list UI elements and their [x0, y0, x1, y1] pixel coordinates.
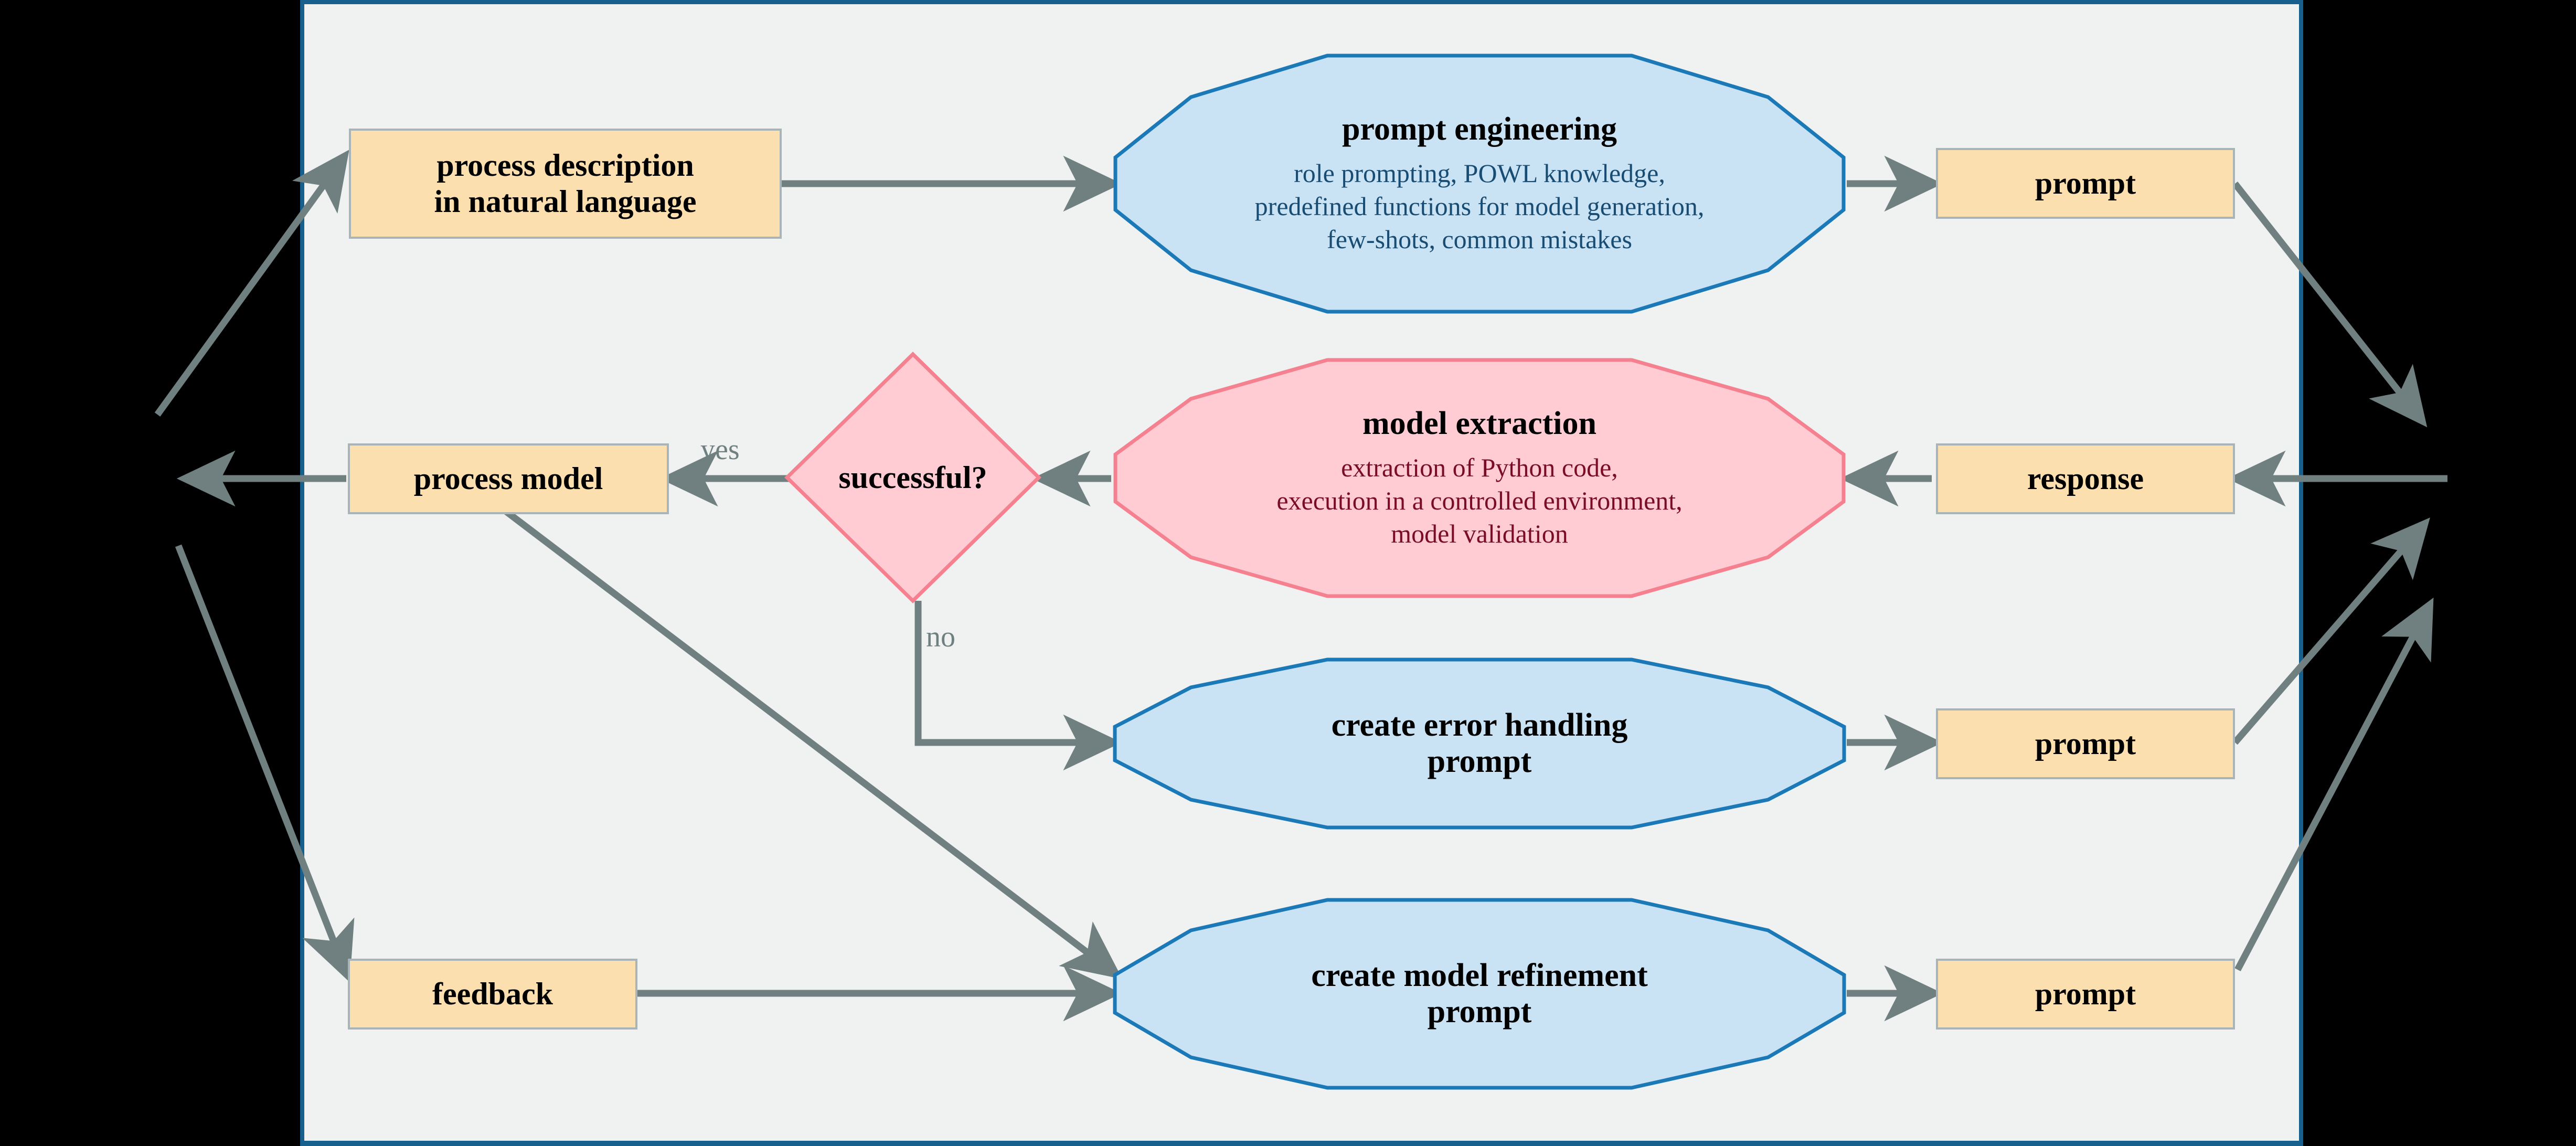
prompt-engineering-sub-line-1: role prompting, POWL knowledge,: [1294, 158, 1665, 188]
node-successful-decision[interactable]: successful?: [784, 352, 1041, 603]
prompt-engineering-content: prompt engineering role prompting, POWL …: [1164, 111, 1795, 256]
prompt-middle-label: prompt: [2035, 726, 2136, 761]
successful-decision-label: successful?: [838, 460, 987, 495]
edge-label-yes: yes: [700, 433, 740, 466]
create-model-refinement-prompt-line-1: create model refinement: [1311, 957, 1648, 993]
model-extraction-sub-line-3: model validation: [1391, 519, 1568, 549]
decagon-shape: [1113, 898, 1846, 1090]
node-process-description[interactable]: process description in natural language: [349, 129, 782, 239]
create-error-handling-prompt-content: create error handling prompt: [1164, 707, 1795, 780]
prompt-engineering-title: prompt engineering: [1342, 111, 1617, 147]
node-response[interactable]: response: [1936, 443, 2235, 514]
prompt-engineering-sub-line-3: few-shots, common mistakes: [1327, 225, 1632, 254]
decagon-shape: [1113, 358, 1846, 598]
create-model-refinement-prompt-line-2: prompt: [1427, 994, 1532, 1030]
model-extraction-content: model extraction extraction of Python co…: [1164, 406, 1795, 550]
node-model-extraction[interactable]: model extraction extraction of Python co…: [1112, 357, 1847, 599]
diamond-shape: [784, 352, 1041, 603]
node-prompt-bottom[interactable]: prompt: [1936, 959, 2235, 1030]
feedback-label: feedback: [432, 977, 553, 1011]
process-model-label: process model: [413, 461, 603, 496]
prompt-engineering-sub-line-2: predefined functions for model generatio…: [1254, 192, 1705, 221]
edge-label-no: no: [926, 621, 955, 653]
prompt-engineering-subtext: role prompting, POWL knowledge, predefin…: [1255, 157, 1705, 256]
node-prompt-engineering[interactable]: prompt engineering role prompting, POWL …: [1112, 52, 1847, 315]
model-extraction-title: model extraction: [1362, 405, 1596, 441]
prompt-top-label: prompt: [2035, 166, 2136, 200]
node-prompt-top[interactable]: prompt: [1936, 148, 2235, 219]
model-extraction-sub-line-1: extraction of Python code,: [1341, 453, 1618, 483]
node-process-model[interactable]: process model: [348, 443, 669, 514]
create-model-refinement-prompt-content: create model refinement prompt: [1164, 958, 1795, 1031]
node-create-error-handling-prompt[interactable]: create error handling prompt: [1112, 657, 1847, 830]
process-description-line-2: in natural language: [434, 184, 697, 219]
node-feedback[interactable]: feedback: [348, 959, 637, 1030]
create-error-handling-prompt-line-2: prompt: [1427, 744, 1532, 779]
model-extraction-subtext: extraction of Python code, execution in …: [1276, 451, 1682, 550]
decagon-shape: [1113, 54, 1846, 314]
create-error-handling-prompt-line-1: create error handling: [1331, 707, 1628, 743]
prompt-bottom-label: prompt: [2035, 977, 2136, 1011]
model-extraction-sub-line-2: execution in a controlled environment,: [1276, 486, 1683, 516]
process-description-line-1: process description: [437, 148, 694, 183]
node-prompt-middle[interactable]: prompt: [1936, 708, 2235, 779]
create-model-refinement-prompt-title: create model refinement prompt: [1311, 958, 1648, 1031]
decagon-shape: [1113, 657, 1846, 830]
response-label: response: [2027, 461, 2144, 496]
node-create-model-refinement-prompt[interactable]: create model refinement prompt: [1112, 897, 1847, 1090]
create-error-handling-prompt-title: create error handling prompt: [1332, 707, 1628, 780]
